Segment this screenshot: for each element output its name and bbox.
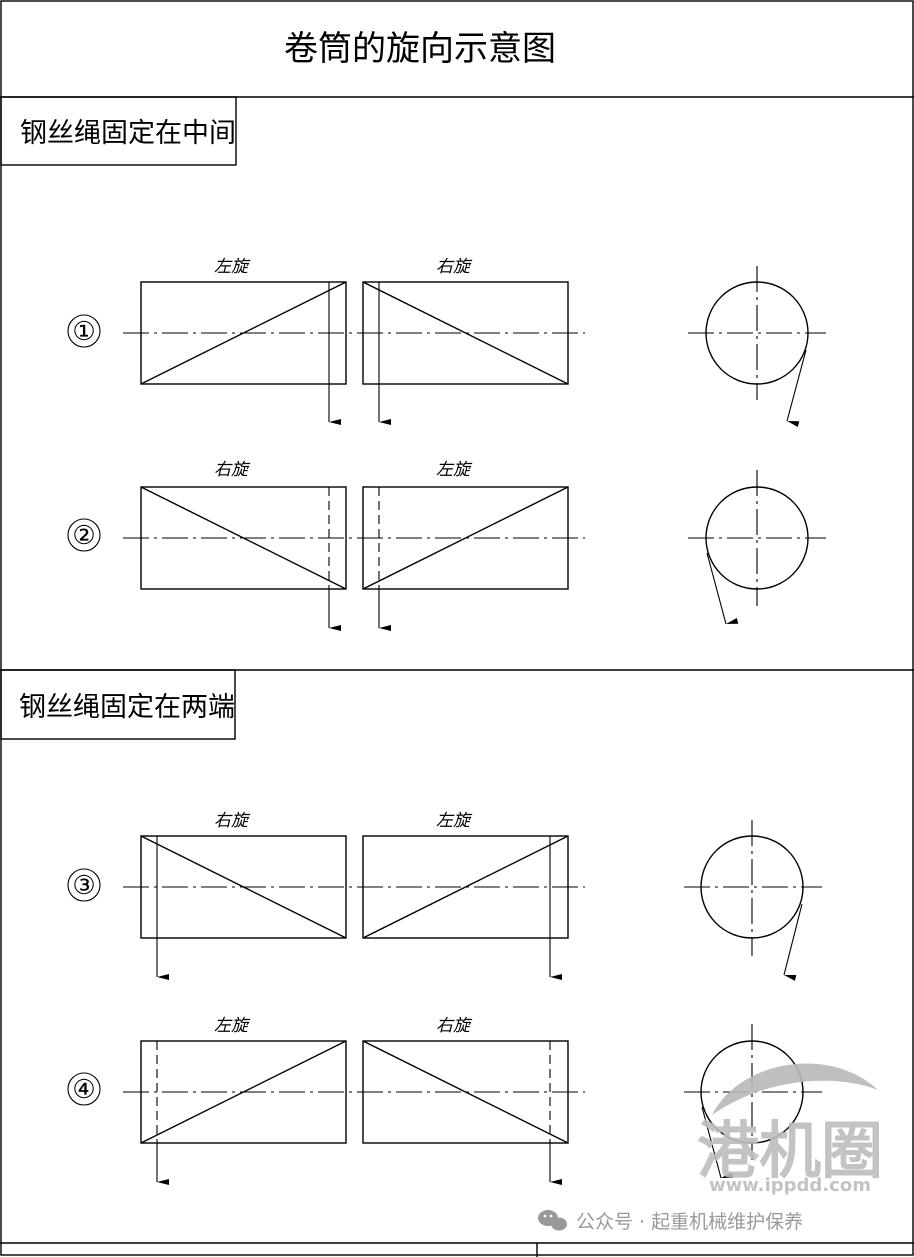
right-drum-label: 右旋 <box>436 257 473 277</box>
wechat-icon <box>538 1210 567 1231</box>
rotation-arrow <box>786 349 807 428</box>
right-drum-label: 左旋 <box>436 811 473 831</box>
section-1-heading-box <box>0 96 237 166</box>
left-drum-label: 右旋 <box>214 811 251 831</box>
section-1-heading: 钢丝绳固定在中间 <box>20 118 236 149</box>
row-1: ① 左旋 右旋 <box>67 257 826 428</box>
right-drum-label: 右旋 <box>436 1016 473 1036</box>
section-2-heading-box <box>0 669 236 740</box>
left-drum-label: 右旋 <box>214 460 251 480</box>
right-helix-line <box>362 281 569 385</box>
row-number-circle <box>67 518 101 552</box>
right-helix-line <box>362 835 569 939</box>
page-title: 卷筒的旋向示意图 <box>284 29 556 69</box>
rotation-arrow <box>701 1106 734 1179</box>
rotation-arrow <box>783 903 803 981</box>
rotation-arrow <box>706 552 739 625</box>
right-helix-line <box>362 1040 569 1144</box>
section-2-heading: 钢丝绳固定在两端 <box>19 692 235 723</box>
row-number: ① <box>72 317 95 347</box>
row-number-circle <box>67 314 101 348</box>
right-drum-label: 左旋 <box>436 460 473 480</box>
row-number: ③ <box>72 871 95 901</box>
watermark-url: www.ippdd.com <box>709 1175 871 1196</box>
row-number-circle <box>67 1072 101 1106</box>
row-3: ③ 右旋 左旋 <box>67 811 822 981</box>
watermark-logo: 港机圈 <box>697 1114 883 1187</box>
left-drum-label: 左旋 <box>214 257 251 277</box>
watermark-swoosh-icon <box>712 1063 878 1115</box>
row-number: ④ <box>72 1075 95 1105</box>
watermark-wechat-text: 公众号 · 起重机械维护保养 <box>576 1211 803 1233</box>
row-2: ② 右旋 左旋 <box>67 460 826 631</box>
row-number-circle <box>67 868 101 902</box>
watermark: 港机圈 www.ippdd.com 公众号 · 起重机械维护保养 <box>538 1063 883 1233</box>
row-4: ④ 左旋 右旋 <box>67 1016 822 1185</box>
row-number: ② <box>72 521 95 551</box>
right-helix-line <box>362 486 569 590</box>
left-drum-label: 左旋 <box>214 1016 251 1036</box>
